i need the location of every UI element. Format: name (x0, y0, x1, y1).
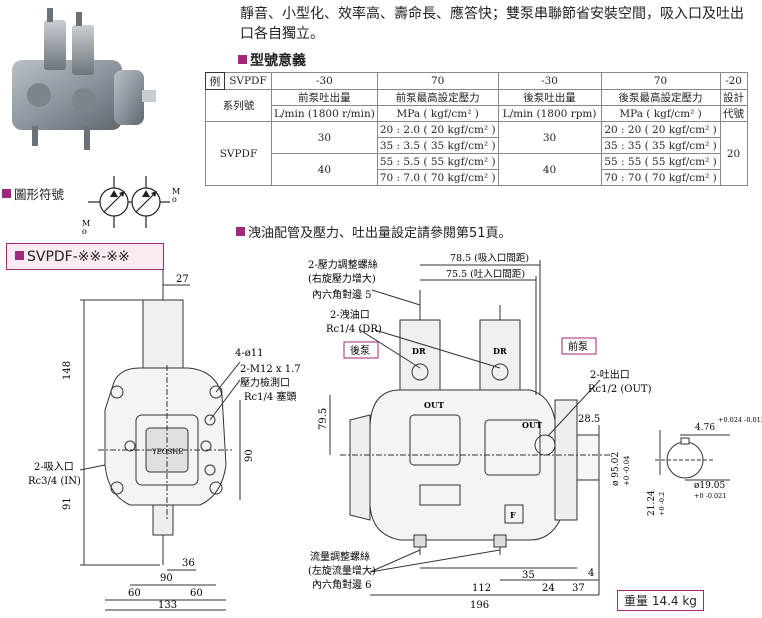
dim-133: 133 (158, 600, 177, 611)
rear-pump-label: 後泵 (350, 344, 370, 357)
dim-shaft-tolerance: +0 -0.04 (623, 455, 631, 486)
shaft-diameter-tolerance: +0 -0.021 (694, 492, 726, 500)
front-pressure-55: 55 : 5.5 ( 55 kgf/cm² ) (376, 153, 499, 170)
pump-photo (12, 8, 156, 150)
key-width-tolerance: +0.024 -0.012 (718, 416, 762, 424)
front-pump-label: 前泵 (568, 340, 588, 353)
header-rear-flow: 後泵吐出量 (497, 89, 602, 106)
gauge-plug-label: Rc1/4 塞頭 (244, 390, 296, 403)
example-series: SVPDF (224, 72, 272, 90)
dim-90-vertical: 90 (244, 449, 255, 462)
dim-75-5: 75.5 (吐入口間距) (446, 269, 525, 280)
dim-24: 24 (542, 583, 555, 594)
drain-port-label: 2-洩油口 (330, 308, 370, 321)
dim-196: 196 (470, 600, 489, 611)
drain-size-label: Rc1/4 (DR) (326, 324, 382, 335)
outlet-label: 2-吐出口 (590, 368, 630, 381)
model-table: 例 SVPDF -30 70 -30 70 -20 系列號 前泵吐出量 前泵最高… (205, 72, 748, 186)
tap-label: 2-M12 x 1.75 (240, 364, 300, 375)
rear-out-label: OUT (424, 400, 444, 410)
model-badge: SVPDF-※※-※※ (6, 243, 164, 270)
design-code: 20 (719, 121, 748, 186)
symbol-m-label-2: M (172, 187, 180, 196)
header-front-pressure-unit: MPa ( kgf/cm² ) (376, 105, 499, 122)
pump-logo: YEOSHE (151, 448, 183, 456)
series-label: 系列號 (205, 89, 272, 122)
dim-112: 112 (472, 583, 491, 594)
symbol-o-label: o (82, 227, 87, 236)
rear-pressure-35: 35 : 35 ( 35 kgf/cm² ) (600, 137, 721, 154)
pressure-screw-dir-label: (右旋壓力增大) (308, 272, 376, 285)
rear-pressure-20: 20 : 20 ( 20 kgf/cm² ) (600, 121, 721, 138)
outlet-size-label: Rc1/2 (OUT) (588, 384, 652, 395)
dim-35: 35 (522, 570, 535, 581)
hole-label: 4-ø11 (235, 348, 264, 359)
example-rear-flow: -30 (497, 72, 602, 90)
rear-pressure-70: 70 : 70 ( 70 kgf/cm² ) (600, 169, 721, 186)
header-rear-pressure-unit: MPa ( kgf/cm² ) (600, 105, 721, 122)
header-rear-flow-unit: L/min (1800 rpm) (497, 105, 602, 122)
drain-note: 洩油配管及壓力、吐出量設定請參閱第51頁。 (236, 222, 512, 241)
model-section-title: 型號意義 (238, 50, 306, 70)
dim-90-horizontal: 90 (160, 573, 173, 584)
front-dr-label: DR (493, 346, 507, 356)
example-design: -20 (719, 72, 748, 90)
front-view-drawing: 27 148 91 90 36 90 60 60 133 4-ø11 2-M12… (28, 270, 300, 611)
example-label: 例 (205, 72, 225, 90)
dim-37: 37 (572, 583, 585, 594)
shaft-diameter-dim: ø19.05 (694, 481, 725, 491)
pressure-screw-label: 2-壓力調整螺絲 (308, 258, 378, 271)
header-front-flow-unit: L/min (1800 r/min) (271, 105, 378, 122)
dim-shaft-95: ø 95.02 (611, 452, 621, 486)
rear-flow-40: 40 (497, 153, 602, 186)
series-value: SVPDF (205, 121, 272, 186)
dim-79-5: 79.5 (318, 408, 329, 430)
header-design: 設計 (719, 89, 748, 106)
header-design-unit: 代號 (719, 105, 748, 122)
hex-key-5-label: 內六角對邊 5 (312, 288, 372, 301)
header-front-pressure: 前泵最高設定壓力 (376, 89, 499, 106)
dim-36: 36 (182, 558, 195, 569)
hex-key-6-label: 內六角對邊 6 (312, 578, 372, 591)
dim-148: 148 (62, 361, 73, 380)
front-flow-30: 30 (271, 121, 378, 154)
inlet-label: 2-吸入口 (34, 462, 74, 473)
rear-pressure-55: 55 : 55 ( 55 kgf/cm² ) (600, 153, 721, 170)
symbol-o-label-2: o (172, 195, 177, 204)
example-front-pressure: 70 (376, 72, 499, 90)
front-flow-40: 40 (271, 153, 378, 186)
key-height-tolerance: +0 -0.2 (658, 492, 666, 516)
weight-label: 重量 14.4 kg (617, 590, 704, 611)
dim-60-left: 60 (128, 588, 141, 599)
dim-28-5: 28.5 (578, 414, 600, 425)
side-view-drawing: 2-壓力調整螺絲 (右旋壓力增大) 內六角對邊 5 2-洩油口 Rc1/4 (D… (308, 253, 762, 611)
header-front-flow: 前泵吐出量 (271, 89, 378, 106)
hydraulic-symbol: M M o o (82, 176, 180, 236)
front-pressure-35: 35 : 3.5 ( 35 kgf/cm² ) (376, 137, 499, 154)
rear-dr-label: DR (412, 346, 426, 356)
header-rear-pressure: 後泵最高設定壓力 (600, 89, 721, 106)
key-width-dim: 4.76 (695, 423, 715, 433)
front-out-label: OUT (522, 420, 542, 430)
dim-4: 4 (588, 568, 594, 579)
dim-78-5: 78.5 (吸入口間距) (450, 253, 529, 264)
product-description: 靜音、小型化、效率高、壽命長、應答快；雙泵串聯節省安裝空間，吸入口及吐出口各自獨… (240, 6, 744, 42)
key-height-dim: 21.24 (647, 490, 657, 516)
dim-27: 27 (176, 274, 189, 285)
example-rear-pressure: 70 (600, 72, 721, 90)
front-pressure-70: 70 : 7.0 ( 70 kgf/cm² ) (376, 169, 499, 186)
rear-flow-30: 30 (497, 121, 602, 154)
symbol-title: 圖形符號 (2, 184, 64, 203)
example-front-flow: -30 (271, 72, 378, 90)
dim-91: 91 (62, 497, 73, 510)
flow-f-label: F (510, 510, 516, 520)
gauge-port-label: 壓力檢測口 (240, 376, 290, 389)
flow-screw-label: 流量調整螺絲 (310, 550, 370, 563)
front-pressure-20: 20 : 2.0 ( 20 kgf/cm² ) (376, 121, 499, 138)
dim-60-right: 60 (190, 588, 203, 599)
flow-screw-dir-label: (左旋流量增大) (308, 564, 376, 577)
symbol-m-label: M (82, 219, 90, 228)
inlet-size-label: Rc3/4 (IN) (28, 476, 81, 487)
